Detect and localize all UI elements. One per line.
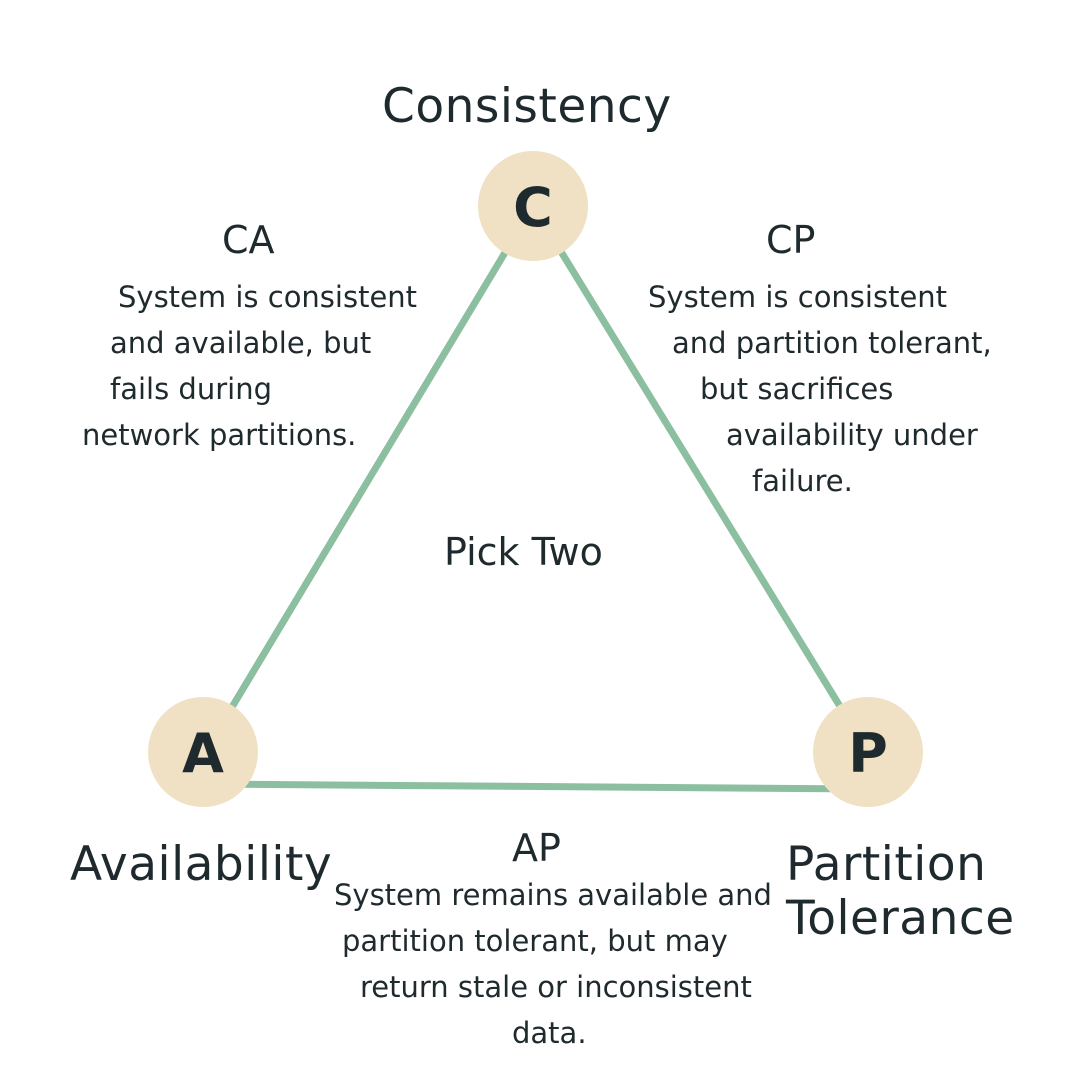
tradeoff-ap-line: data. <box>512 1016 587 1050</box>
edge-ca <box>201 202 537 756</box>
tradeoff-cp-line: System is consistent <box>648 280 948 314</box>
vertex-title-partition-line-1: Partition <box>786 837 987 892</box>
tradeoff-cp-description: System is consistent and partition toler… <box>648 274 992 504</box>
edge-cp <box>529 202 872 756</box>
tradeoff-ca-description: System is consistent and available, but … <box>82 274 417 458</box>
vertex-title-partition-tolerance: Partition Tolerance <box>786 837 1015 947</box>
tradeoff-cp-line: failure. <box>752 464 853 498</box>
tradeoff-ap-description: System remains available and partition t… <box>334 872 772 1056</box>
tradeoff-cp-line: but sacrifices <box>700 372 894 406</box>
tradeoff-ap-line: return stale or inconsistent <box>360 970 752 1004</box>
tradeoff-ap-line: System remains available and <box>334 878 772 912</box>
tradeoff-ap-line: partition tolerant, but may <box>342 924 728 958</box>
vertex-title-partition-line-2: Tolerance <box>786 891 1015 947</box>
vertex-node-p: P <box>813 697 923 807</box>
tradeoff-ca-line: and available, but <box>110 326 372 360</box>
vertex-node-c: C <box>478 151 588 261</box>
vertex-title-consistency: Consistency <box>382 79 672 134</box>
tradeoff-cp-line: availability under <box>726 418 978 452</box>
vertex-title-availability: Availability <box>70 837 333 892</box>
vertex-letter-a: A <box>182 722 224 785</box>
edge-ap <box>201 780 872 793</box>
tradeoff-cp-line: and partition tolerant, <box>672 326 992 360</box>
tradeoff-ca-heading: CA <box>222 218 275 262</box>
tradeoff-ca-line: System is consistent <box>118 280 418 314</box>
tradeoff-cp-heading: CP <box>766 218 816 262</box>
vertex-node-a: A <box>148 697 258 807</box>
vertex-letter-p: P <box>848 722 888 785</box>
vertex-letter-c: C <box>513 176 553 239</box>
tradeoff-ca-line: network partitions. <box>82 418 357 452</box>
tradeoff-ca-line: fails during <box>110 372 272 406</box>
center-label: Pick Two <box>444 530 603 574</box>
tradeoff-ap-heading: AP <box>512 826 561 870</box>
